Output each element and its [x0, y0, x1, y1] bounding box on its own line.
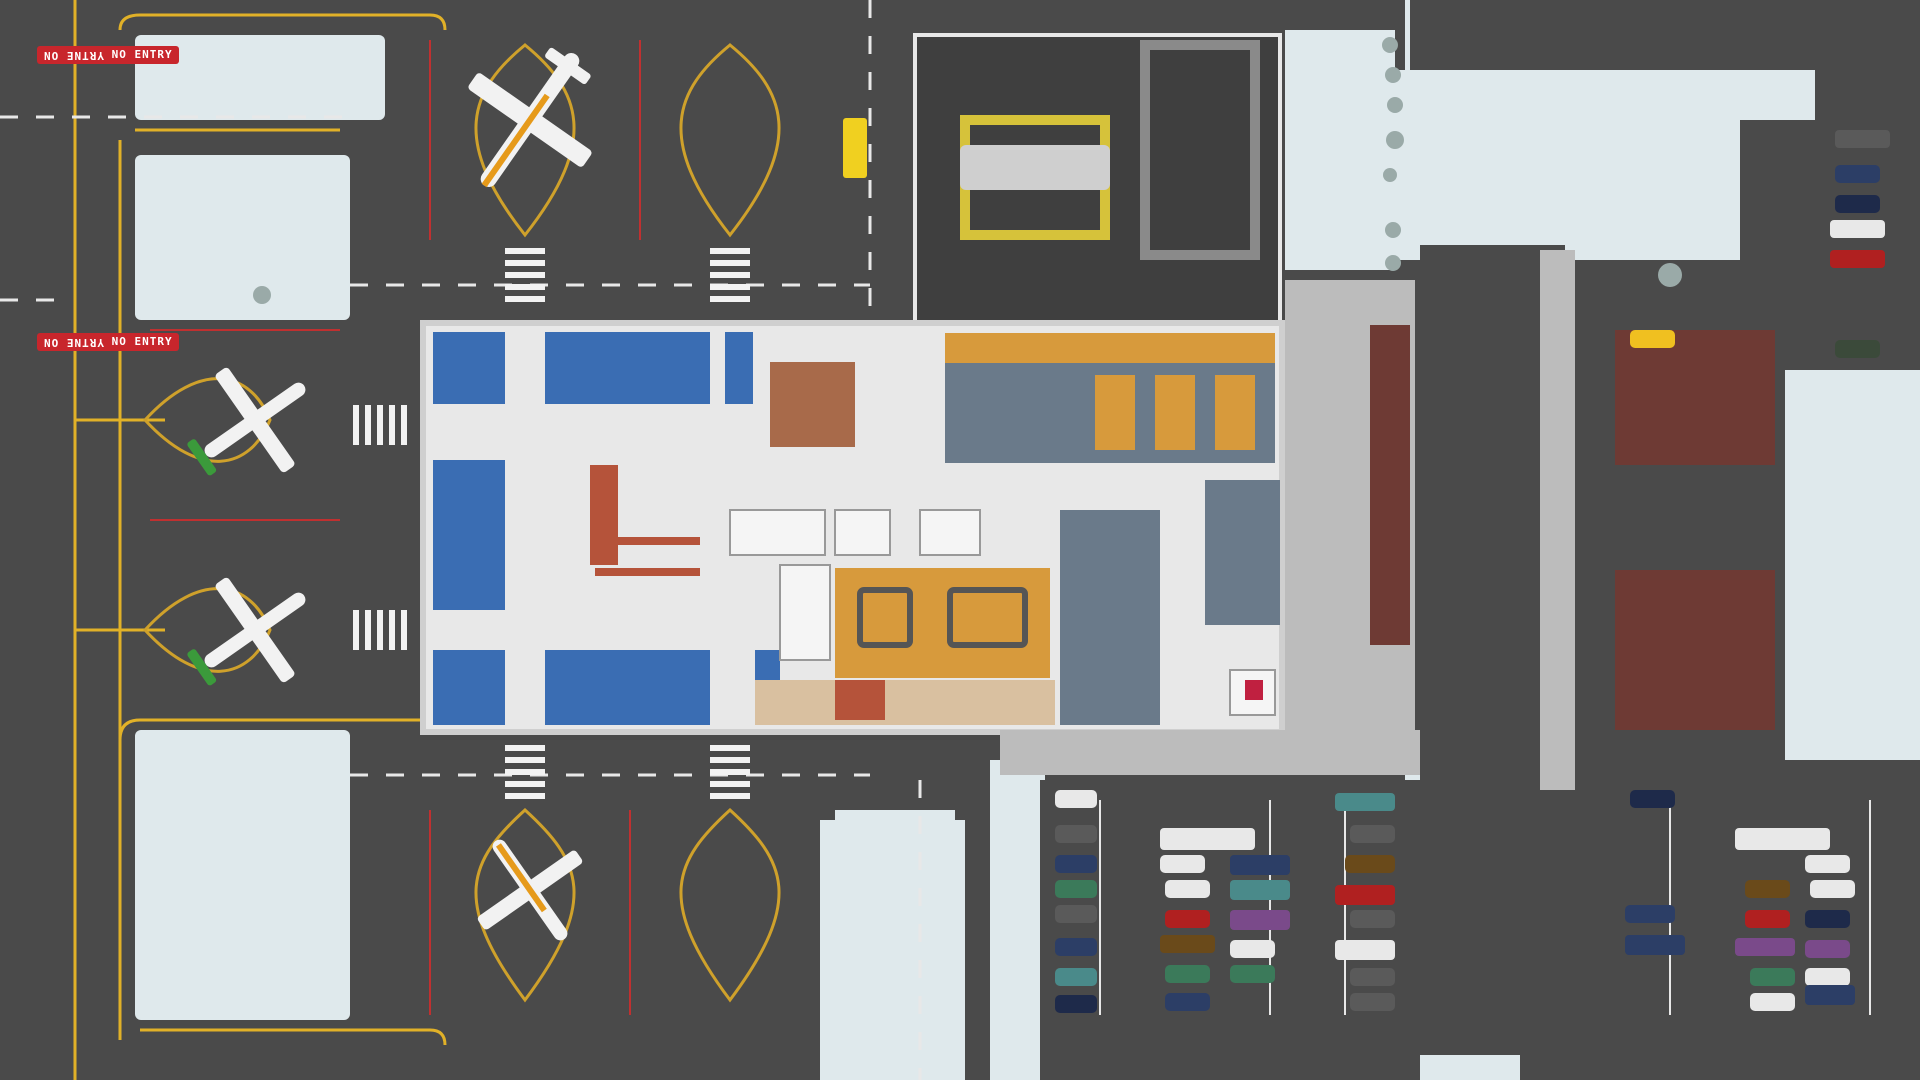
no-entry-sign: YRTNE ON NO ENTRY — [37, 333, 179, 351]
no-entry-text: NO ENTRY — [111, 335, 173, 348]
terminal-building[interactable] — [420, 320, 1285, 735]
fuel-truck[interactable] — [843, 118, 867, 178]
aircraft-turboprop[interactable] — [446, 806, 613, 973]
gate-lounge[interactable] — [433, 332, 505, 404]
no-entry-mirrored-text: YRTNE ON — [43, 49, 104, 62]
taxi-lines — [73, 0, 447, 1080]
no-entry-text: NO ENTRY — [111, 48, 173, 61]
gate-lounge[interactable] — [433, 650, 505, 725]
no-entry-mirrored-text: YRTNE ON — [43, 336, 104, 349]
aircraft-stands[interactable] — [142, 43, 781, 1003]
gate-lounge[interactable] — [545, 332, 710, 404]
baggage-claim[interactable] — [835, 568, 1050, 678]
arrivals-hall[interactable] — [1060, 510, 1160, 725]
aircraft-jet[interactable] — [427, 14, 633, 225]
gate-lounge[interactable] — [545, 650, 710, 725]
taxi-cab[interactable] — [1630, 330, 1675, 348]
parked-cars[interactable] — [1055, 130, 1890, 1013]
trees — [253, 37, 1682, 304]
staff-office[interactable] — [770, 362, 855, 447]
aircraft-turboprop[interactable] — [163, 336, 338, 509]
service-yard[interactable] — [913, 33, 1282, 327]
snow-patches-left — [135, 35, 955, 1080]
check-in-desks[interactable] — [945, 333, 1275, 363]
road-dashes — [0, 0, 922, 1080]
stand-boundaries — [150, 40, 641, 1015]
no-entry-sign: YRTNE ON NO ENTRY — [37, 46, 179, 64]
aircraft-turboprop[interactable] — [163, 546, 338, 719]
crosswalks — [353, 248, 750, 799]
gate-lounge[interactable] — [433, 460, 505, 610]
